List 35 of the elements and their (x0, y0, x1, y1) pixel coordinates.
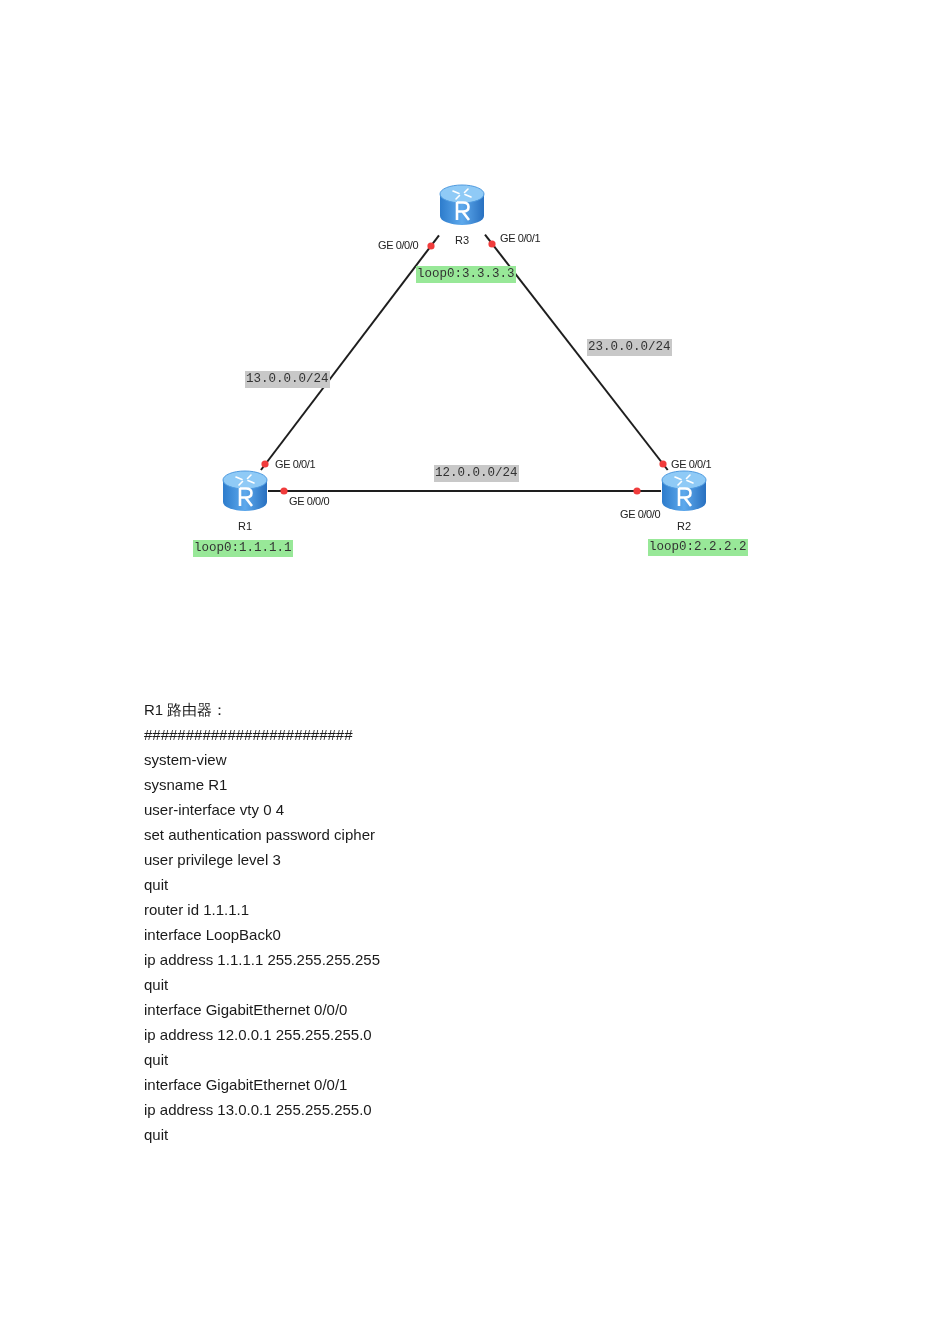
loopback-label: loop0:2.2.2.2 (648, 539, 748, 556)
interface-label: GE 0/0/0 (289, 495, 330, 508)
interface-label: GE 0/0/0 (378, 239, 419, 252)
config-line: quit (144, 1050, 169, 1070)
router-label: R3 (454, 234, 470, 247)
interface-label: GE 0/0/1 (671, 458, 712, 471)
link-line (484, 233, 669, 471)
config-line: quit (144, 875, 169, 895)
config-line: interface GigabitEthernet 0/0/0 (144, 1000, 348, 1020)
config-line: router id 1.1.1.1 (144, 900, 250, 920)
interface-label: GE 0/0/1 (500, 232, 541, 245)
config-line: ######################### (144, 725, 353, 745)
link-line (267, 490, 662, 492)
config-line: system-view (144, 750, 227, 770)
config-line: sysname R1 (144, 775, 228, 795)
config-line: interface GigabitEthernet 0/0/1 (144, 1075, 348, 1095)
config-line: interface LoopBack0 (144, 925, 281, 945)
config-line: R1 路由器： (144, 700, 228, 720)
loopback-label: loop0:3.3.3.3 (416, 266, 516, 283)
router-label: R2 (676, 520, 692, 533)
config-line: quit (144, 1125, 169, 1145)
router-label: R1 (237, 520, 253, 533)
edge-label: 12.0.0.0/24 (434, 465, 519, 482)
config-line: quit (144, 975, 169, 995)
config-line: ip address 1.1.1.1 255.255.255.255 (144, 950, 381, 970)
interface-label: GE 0/0/1 (275, 458, 316, 471)
config-line: user-interface vty 0 4 (144, 800, 285, 820)
interface-label: GE 0/0/0 (620, 508, 661, 521)
edge-label: 13.0.0.0/24 (245, 371, 330, 388)
config-line: ip address 12.0.0.1 255.255.255.0 (144, 1025, 372, 1045)
config-line: set authentication password cipher (144, 825, 375, 845)
loopback-label: loop0:1.1.1.1 (193, 540, 293, 557)
edge-label: 23.0.0.0/24 (587, 339, 672, 356)
config-line: user privilege level 3 (144, 850, 281, 870)
config-line: ip address 13.0.0.1 255.255.255.0 (144, 1100, 372, 1120)
